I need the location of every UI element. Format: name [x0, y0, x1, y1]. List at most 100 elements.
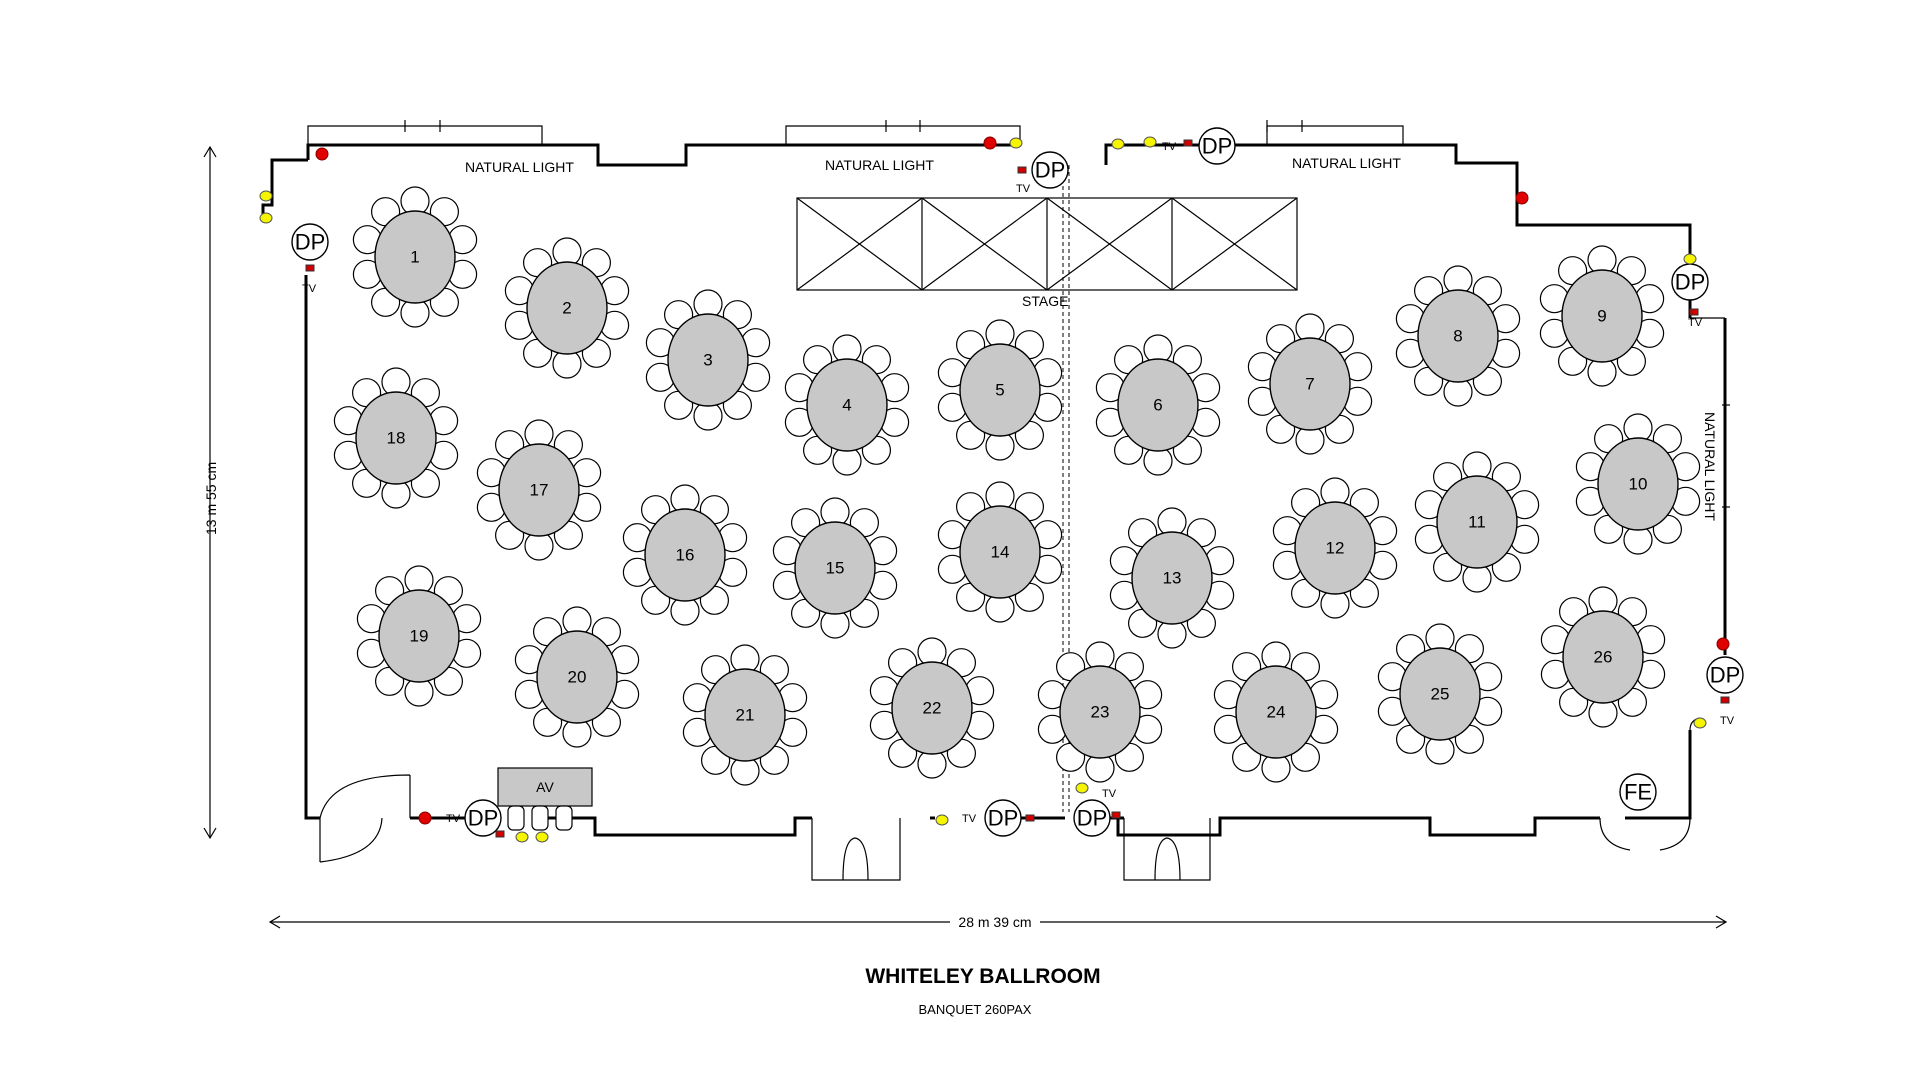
table-icon: 22	[869, 637, 995, 779]
height-dimension-label: 13 m 55 cm	[203, 462, 219, 535]
fire-point-icon	[418, 811, 432, 825]
window-marks	[404, 120, 1730, 508]
dp-label: DP	[1035, 158, 1066, 183]
table-icon: 4	[784, 334, 910, 476]
table-top	[1562, 610, 1644, 704]
socket-icon	[1683, 253, 1697, 265]
tv-point-icon: TV	[302, 283, 317, 295]
door-icon	[319, 717, 1701, 881]
socket-icon	[1693, 717, 1707, 729]
tv-point-icon: TV	[1162, 141, 1177, 153]
data-point-icon: DP	[1706, 656, 1744, 694]
table-icon: 23	[1037, 641, 1163, 783]
table-icon: 14	[937, 481, 1063, 623]
tv-socket-icon	[1720, 696, 1730, 704]
dp-label: DP	[1077, 806, 1108, 831]
room-walls	[261, 125, 1727, 881]
table-number: 7	[1305, 375, 1314, 394]
table-icon: 25	[1377, 623, 1503, 765]
tv-socket-icon	[1025, 814, 1035, 822]
width-dimension-label: 28 m 39 cm	[958, 914, 1031, 930]
natural-light-label-4: NATURAL LIGHT	[1702, 412, 1718, 521]
tv-point-icon: TV	[1016, 183, 1031, 195]
table-number: 1	[410, 248, 419, 267]
table-number: 13	[1163, 569, 1182, 588]
fe-label: FE	[1624, 780, 1652, 805]
av-desk: AV	[497, 767, 593, 831]
table-top	[667, 313, 749, 407]
table-top	[1417, 289, 1499, 383]
page-title: WHITELEY BALLROOM	[865, 965, 1100, 988]
table-icon: 10	[1575, 413, 1701, 555]
table-icon: 5	[937, 319, 1063, 461]
tv-socket-icon	[1689, 308, 1699, 316]
socket-icon	[1111, 138, 1125, 150]
table-top	[794, 521, 876, 615]
table-icon: 21	[682, 644, 808, 786]
socket-icon	[259, 190, 273, 202]
table-icon: 11	[1414, 451, 1540, 593]
dimension-width: 28 m 39 cm	[268, 914, 1728, 930]
table-top	[1131, 531, 1213, 625]
table-top	[1294, 501, 1376, 595]
page-subtitle: BANQUET 260PAX	[919, 1002, 1032, 1017]
table-top	[891, 661, 973, 755]
table-number: 22	[923, 699, 942, 718]
table-top	[1597, 437, 1679, 531]
fire-point-icon	[983, 136, 997, 150]
tv-point-icon: TV	[446, 813, 461, 825]
socket-icon	[935, 814, 949, 826]
table-top	[1235, 665, 1317, 759]
table-icon: 8	[1395, 265, 1521, 407]
dp-label: DP	[468, 806, 499, 831]
fire-point-icon	[1515, 191, 1529, 205]
dp-label: DP	[1675, 270, 1706, 295]
table-top	[1059, 665, 1141, 759]
table-icon: 26	[1540, 586, 1666, 728]
tv-socket-icon	[1017, 166, 1027, 174]
tv-point-icon: TV	[1720, 715, 1735, 727]
data-point-icon: DP	[1198, 127, 1236, 165]
table-number: 23	[1091, 703, 1110, 722]
table-number: 6	[1153, 396, 1162, 415]
table-icon: 6	[1095, 334, 1221, 476]
table-number: 11	[1468, 513, 1486, 532]
tv-socket-icon	[305, 264, 315, 272]
stage: STAGE	[796, 197, 1298, 309]
socket-icon	[1009, 137, 1023, 149]
tv-point-icon: TV	[1688, 317, 1703, 329]
table-number: 9	[1597, 307, 1606, 326]
tv-point-icon: TV	[962, 813, 977, 825]
table-number: 16	[676, 546, 695, 565]
table-icon: 2	[504, 237, 630, 379]
socket-icon	[1143, 136, 1157, 148]
table-number: 15	[826, 559, 845, 578]
table-number: 26	[1594, 648, 1613, 667]
table-number: 18	[387, 429, 406, 448]
natural-light-label-1: NATURAL LIGHT	[465, 159, 574, 175]
table-number: 25	[1431, 685, 1450, 704]
table-icon: 19	[356, 565, 482, 707]
table-icon: 12	[1272, 477, 1398, 619]
dimension-height: 13 m 55 cm	[203, 145, 219, 840]
dp-label: DP	[295, 230, 326, 255]
table-number: 21	[736, 706, 755, 725]
table-number: 24	[1267, 703, 1286, 722]
stage-label: STAGE	[1022, 293, 1068, 309]
table-icon: 1	[352, 186, 478, 328]
table-icon: 3	[645, 289, 771, 431]
table-top	[1399, 647, 1481, 741]
socket-icon	[515, 831, 529, 843]
table-top	[806, 358, 888, 452]
table-number: 20	[568, 668, 587, 687]
data-point-icon: DP	[1031, 151, 1069, 189]
table-top	[644, 508, 726, 602]
table-number: 3	[703, 351, 712, 370]
table-number: 12	[1326, 539, 1345, 558]
table-top	[526, 261, 608, 355]
data-point-icon: DP	[1073, 799, 1111, 837]
table-icon: 17	[476, 419, 602, 561]
